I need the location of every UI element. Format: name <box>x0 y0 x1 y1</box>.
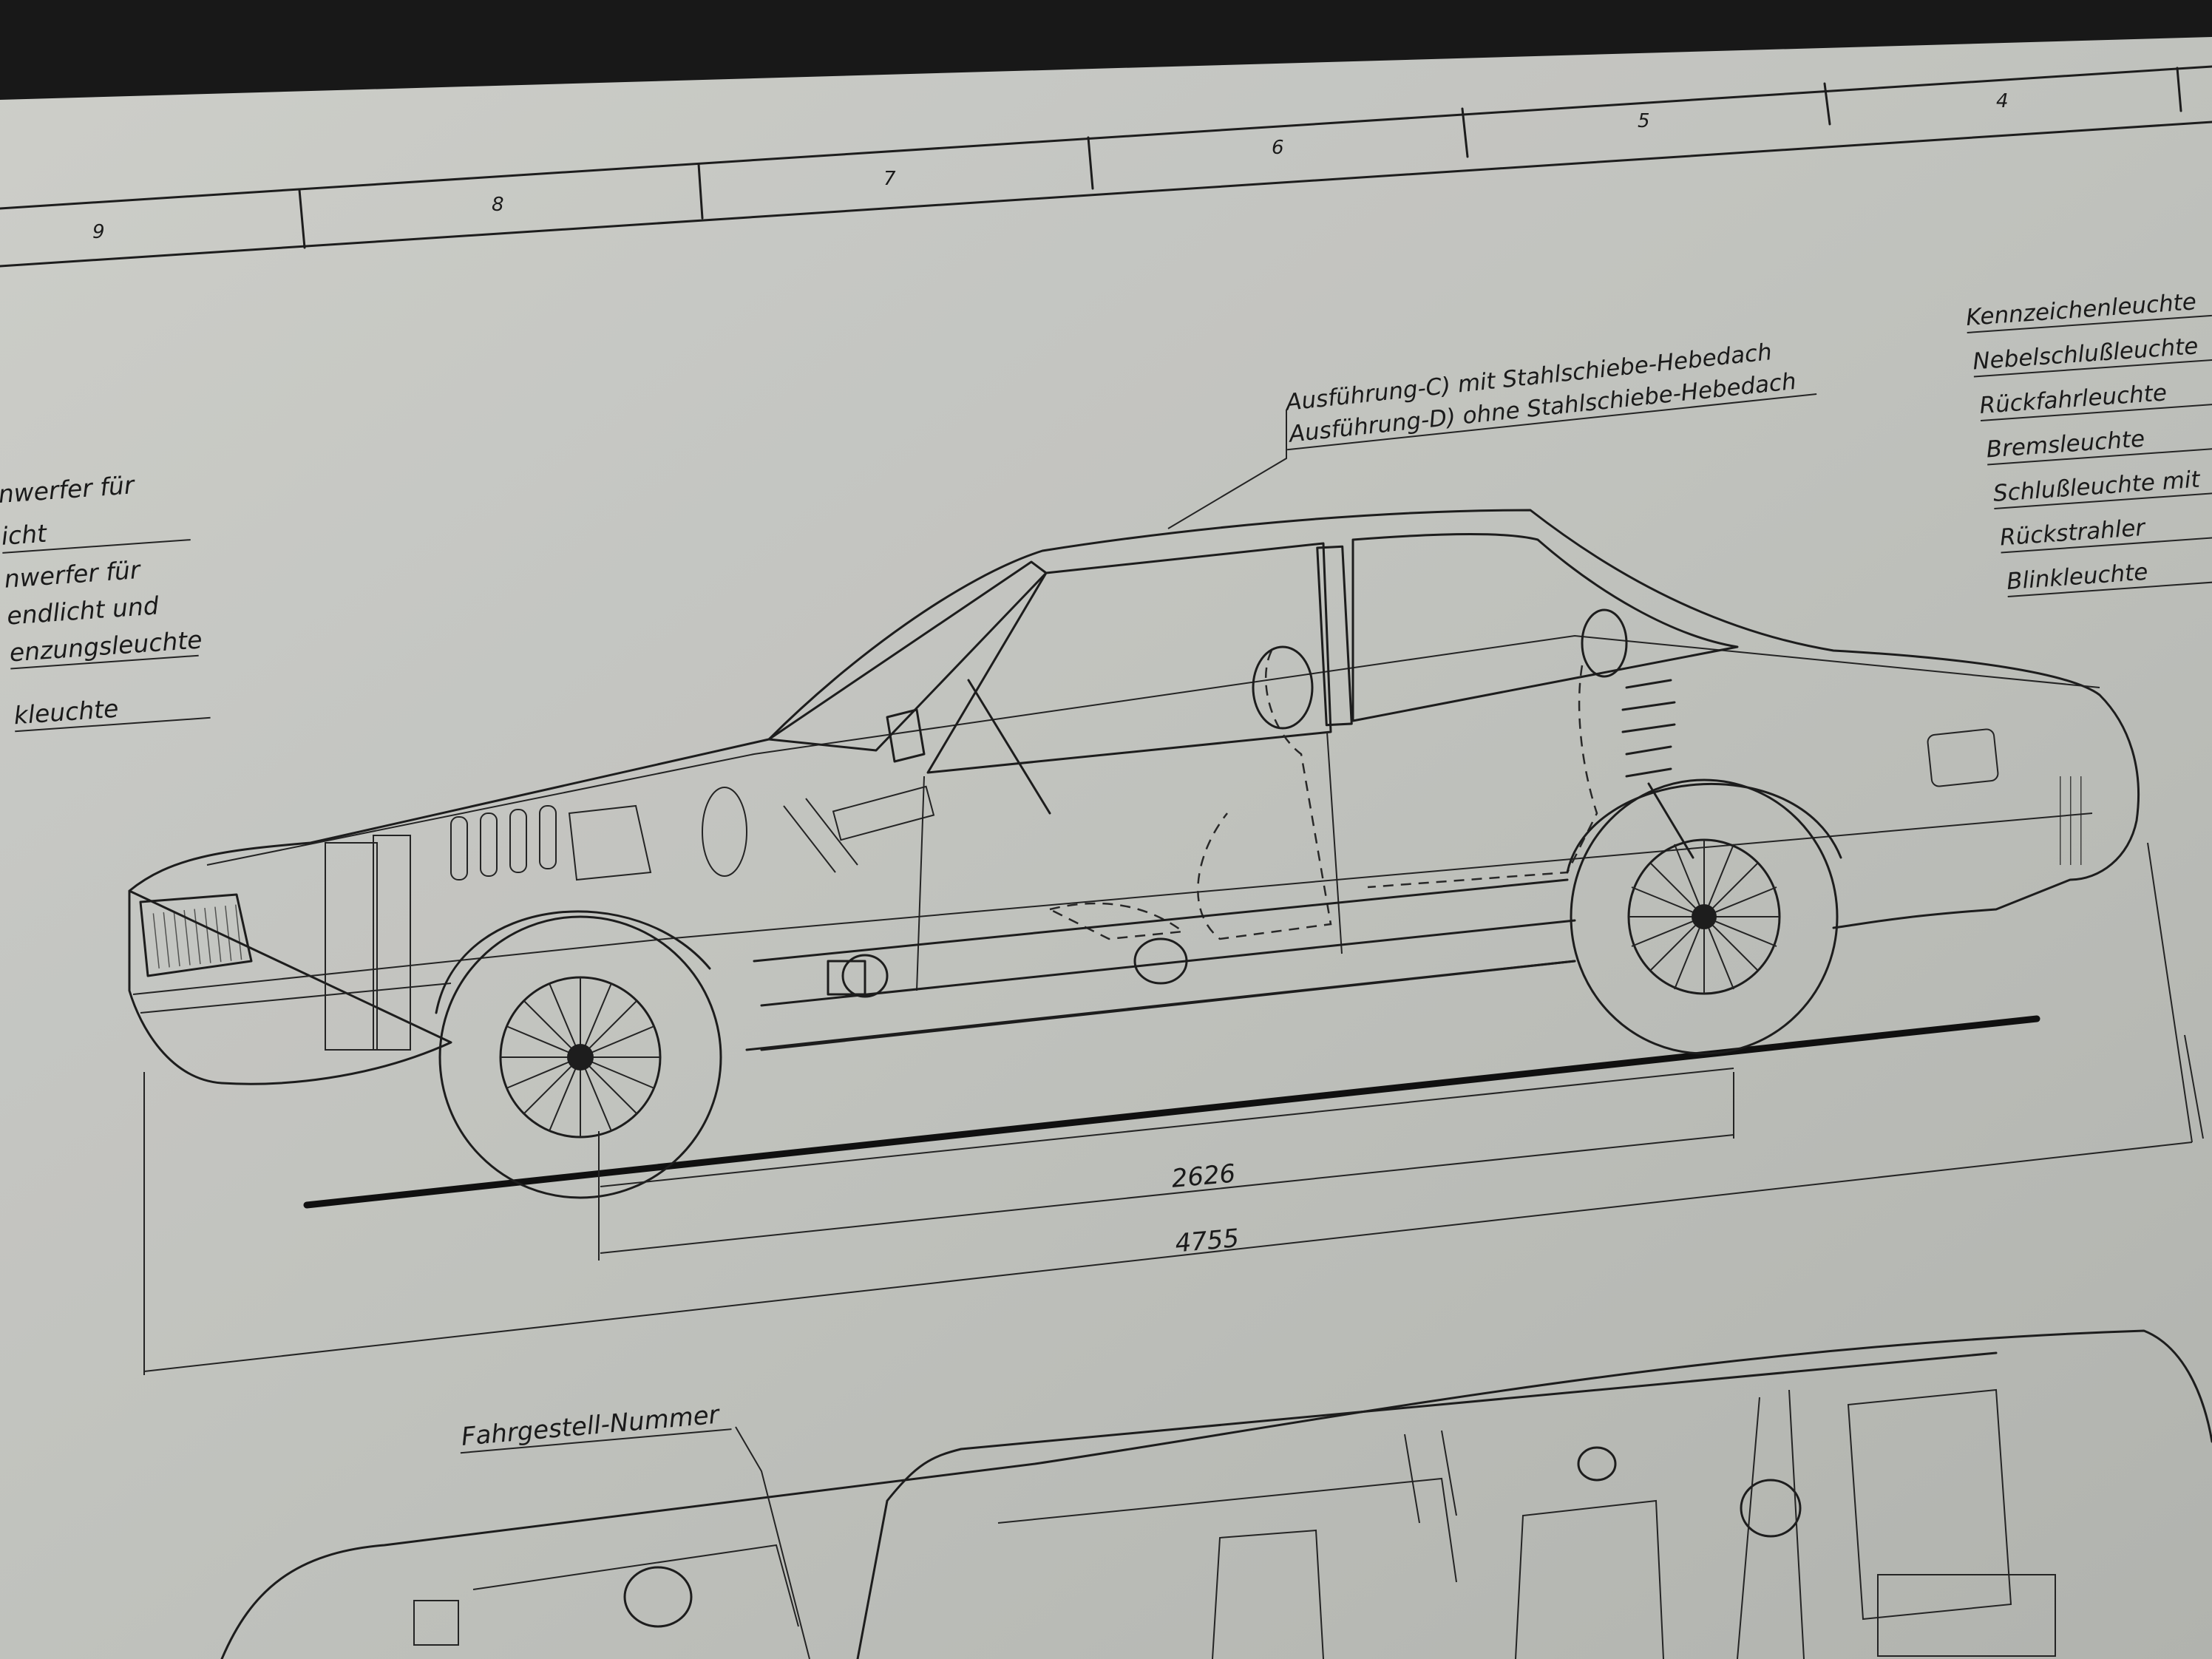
rear-spring <box>1621 679 1694 859</box>
car-side-view: 2626 4755 <box>128 509 2204 1375</box>
interior <box>886 608 1628 940</box>
rear-wheel <box>1566 778 1842 1055</box>
taillight <box>2055 776 2085 865</box>
engine-bay <box>325 785 935 1051</box>
side-window-rear <box>1351 533 1739 722</box>
zone-number-6: 6 <box>1272 137 1284 159</box>
ground-line <box>303 1015 2040 1209</box>
car-top-view: Fahrgestell-Nummer <box>220 1329 2212 1659</box>
paper-sheet <box>0 37 2212 1659</box>
top-view-outline <box>220 1329 2212 1659</box>
zone-number-4: 4 <box>1996 90 2009 112</box>
zone-number-7: 7 <box>883 168 896 190</box>
rear-seat <box>1367 665 1598 889</box>
dimension-lines <box>143 842 2204 1375</box>
zone-number-9: 9 <box>92 221 105 243</box>
wheelbase-dim-line <box>600 1134 1734 1254</box>
zone-number-8: 8 <box>492 194 504 216</box>
wheelbase-dimension: 2626 <box>1170 1158 1237 1193</box>
zone-strip <box>0 65 2212 268</box>
zone-numbers: 9 8 7 6 5 4 <box>92 90 2009 243</box>
overall-length-dim-line <box>143 1141 2193 1372</box>
front-seat <box>1197 650 1332 940</box>
front-wheel <box>435 910 722 1199</box>
overall-length-dimension: 4755 <box>1174 1224 1241 1258</box>
front-label-2: icht <box>0 519 48 551</box>
side-window-front <box>926 542 1332 774</box>
headlight <box>139 893 253 977</box>
drivetrain <box>753 878 1576 1051</box>
zone-number-5: 5 <box>1638 110 1650 132</box>
